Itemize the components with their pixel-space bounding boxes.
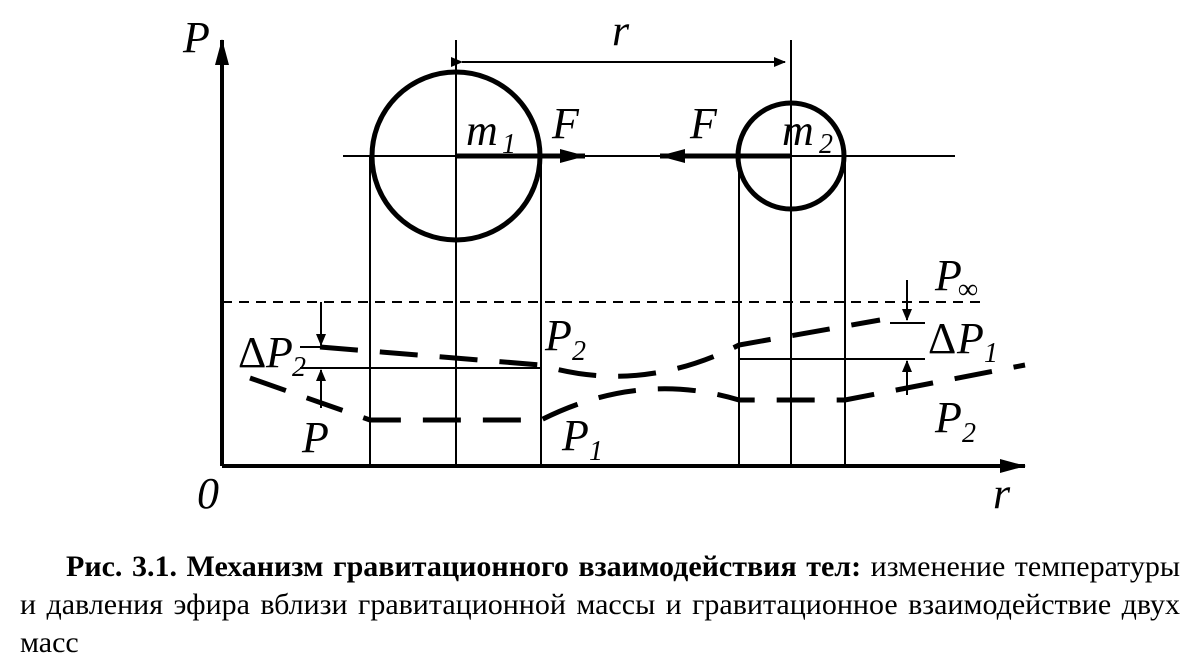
pressure-curve-p2: [319, 317, 881, 379]
mass1-label: m: [466, 106, 498, 155]
p2-mid-label-sub: 2: [572, 336, 586, 367]
gravitational-interaction-diagram: P 0 r r m 1 m 2 F F P ∞ Δ P 2 Δ P 1 P 2 …: [182, 6, 1026, 518]
p-infinity-label: P: [934, 251, 962, 300]
x-axis-label: r: [993, 469, 1011, 518]
force-right-label: F: [689, 99, 718, 148]
caption-text: изменение температуры и давления эфира в…: [20, 550, 1180, 659]
delta-p1-label-delta: Δ: [928, 314, 956, 363]
origin-label: 0: [197, 469, 219, 518]
force-left-label: F: [551, 99, 580, 148]
y-axis-label: P: [182, 13, 210, 62]
mass2-label-sub: 2: [819, 129, 833, 160]
pressure-curve-p1: [249, 362, 1026, 423]
mass1-label-sub: 1: [502, 129, 516, 160]
delta-p1-label-sub: 1: [984, 338, 998, 369]
caption-title: Рис. 3.1. Механизм гравитационного взаим…: [66, 550, 862, 583]
p-infinity-label-sub: ∞: [958, 274, 978, 305]
p2-right-label: P: [934, 393, 962, 442]
delta-p2-label-delta: Δ: [238, 328, 266, 377]
p1-mid-label-sub: 1: [589, 436, 603, 467]
p2-mid-label: P: [544, 311, 572, 360]
delta-p2-label-sub: 2: [292, 352, 306, 383]
delta-p1-label: P: [956, 314, 984, 363]
vertical-guides: [369, 40, 846, 466]
delta-p2-label: P: [265, 328, 293, 377]
figure-caption: Рис. 3.1. Механизм гравитационного взаим…: [20, 548, 1180, 662]
mass2-label: m: [782, 106, 814, 155]
p2-right-label-sub: 2: [962, 418, 976, 449]
p-left-label: P: [301, 413, 329, 462]
p1-mid-label: P: [561, 411, 589, 460]
distance-label: r: [612, 6, 630, 55]
